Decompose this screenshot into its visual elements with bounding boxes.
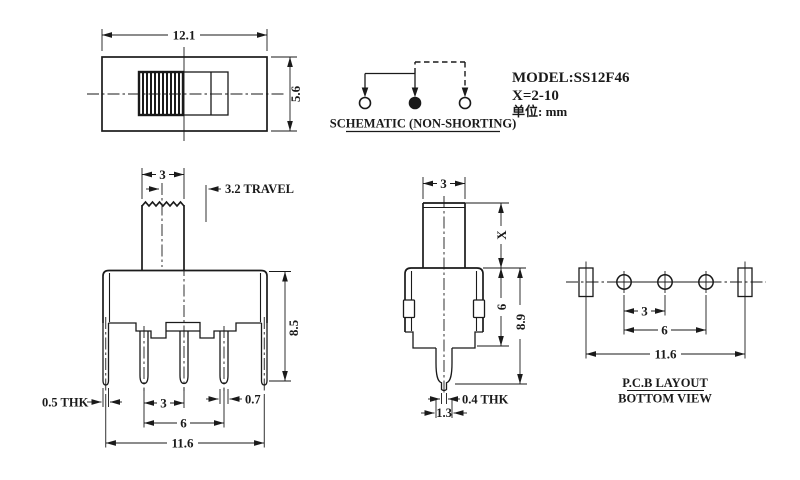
body-bottom-profile — [108, 321, 262, 339]
terminal-2-common — [408, 96, 422, 110]
knob-ribs — [142, 73, 180, 114]
dim-label: 1.3 — [436, 406, 452, 420]
dim-top-height: 5.6 — [271, 56, 303, 132]
pcb-layout-title: P.C.B LAYOUT — [622, 376, 708, 390]
dim-text-bg — [650, 347, 681, 361]
terminal-3 — [458, 96, 472, 110]
pin-side — [435, 348, 453, 392]
dim-pin-thickness: 0.4 THK — [428, 393, 509, 407]
dim-slot-span: 11.6 — [585, 302, 746, 362]
dim-label: 0.7 — [245, 393, 261, 407]
dim-hole-span: 6 — [623, 295, 707, 338]
dim-overall-width: 11.6 — [105, 394, 265, 451]
model-label: MODEL:SS12F46 — [512, 70, 630, 86]
dim-text-bg — [437, 176, 450, 190]
dim-label: 11.6 — [171, 436, 194, 451]
body-bottom-left — [405, 331, 436, 349]
knob-ribbed-section — [137, 70, 185, 117]
dim-knob-width: 3 — [141, 167, 185, 199]
dim-pin-width-side: 1.3 — [421, 400, 467, 420]
dim-knob-height: X — [465, 202, 509, 269]
dim-text-bg — [513, 305, 527, 339]
dim-text-bg — [168, 28, 200, 41]
dim-bracket-thickness: 0.5 THK — [42, 388, 122, 410]
latch-right — [472, 299, 486, 319]
title-block: MODEL:SS12F46 X=2-10 单位: mm — [512, 70, 630, 119]
dim-pin-width: 0.7 — [206, 389, 261, 407]
dim-label: 6 — [661, 323, 668, 338]
dim-travel: 3.2 TRAVEL — [146, 182, 294, 222]
dim-text-bg — [156, 167, 169, 181]
knob-top — [137, 70, 229, 117]
body-outline — [404, 267, 484, 332]
dim-label: 0.5 THK — [42, 396, 89, 410]
dim-knob-width-side: 3 — [422, 176, 466, 199]
schematic-caption: SCHEMATIC (NON-SHORTING) — [330, 117, 517, 131]
dim-label: 5.6 — [288, 85, 303, 102]
dim-label: 6 — [494, 303, 509, 310]
dim-front-height: 8.5 — [269, 271, 301, 382]
knob-smooth-section — [182, 71, 229, 116]
dim-label: 3 — [440, 176, 447, 191]
arrow-down-icon — [361, 87, 369, 98]
dim-text-bg — [494, 226, 508, 244]
dim-label: 11.6 — [654, 347, 677, 362]
dim-text-bg — [494, 298, 508, 316]
front-view: 3 3.2 TRAVEL 8.5 0.5 THK 0.7 — [42, 167, 301, 451]
dim-text-bg — [157, 396, 170, 410]
dim-label: 12.1 — [173, 28, 196, 43]
bottom-view-title: BOTTOM VIEW — [618, 392, 712, 406]
dim-pin-pitch: 3 — [143, 388, 185, 428]
body-bottom-right — [452, 331, 483, 349]
knob-serrated-top — [141, 200, 185, 208]
arrow-down-icon — [461, 87, 469, 98]
travel-label: 3.2 TRAVEL — [225, 182, 294, 196]
dim-label: X — [494, 230, 509, 240]
pcb-layout-view: 3 6 11.6 P.C.B LAYOUT BOTTOM VIEW — [566, 261, 766, 406]
dim-label: 6 — [180, 416, 187, 431]
dim-label: 3 — [641, 304, 648, 319]
dim-label: 3 — [159, 167, 166, 182]
unit-label: 单位: mm — [512, 104, 567, 119]
dim-label: 8.5 — [286, 319, 301, 336]
dim-top-width: 12.1 — [101, 28, 268, 51]
knob-front — [141, 183, 185, 270]
dim-label: 3 — [160, 396, 167, 411]
schematic-view: SCHEMATIC (NON-SHORTING) — [330, 61, 517, 133]
side-view: 3 X 6 8.9 0.4 THK — [402, 176, 528, 420]
arrow-down-icon — [411, 87, 419, 98]
dim-text-bg — [177, 416, 190, 430]
dim-text-bg — [658, 323, 671, 337]
dim-label: 8.9 — [513, 313, 528, 330]
terminal-1 — [358, 96, 372, 110]
dim-label: 0.4 THK — [462, 393, 509, 407]
body-outline — [102, 269, 268, 323]
dim-text-bg — [167, 436, 198, 450]
pcb-caption: P.C.B LAYOUT BOTTOM VIEW — [618, 376, 712, 406]
dim-pin-span: 6 — [143, 388, 225, 431]
top-view: 12.1 5.6 — [87, 28, 303, 141]
dim-text-bg — [638, 304, 651, 318]
latch-left — [402, 299, 416, 319]
x-range-label: X=2-10 — [512, 88, 559, 104]
dim-overall-height: 8.9 — [455, 267, 528, 385]
